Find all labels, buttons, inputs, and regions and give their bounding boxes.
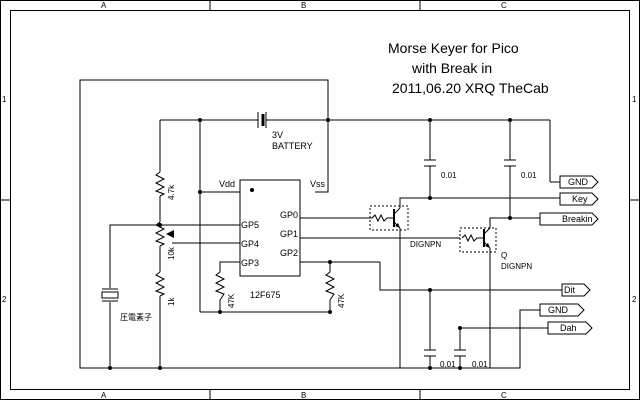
resistor-1k-label: 1k	[167, 297, 176, 306]
port-dit: Dit	[561, 283, 591, 297]
port-gnd-top: GND	[550, 175, 599, 189]
wires	[79, 79, 562, 369]
title-line-2: with Break in	[411, 60, 492, 76]
battery-voltage: 3V	[272, 130, 283, 140]
port-dah-label: Dah	[560, 323, 577, 333]
resistor-4k7-label: 4.7k	[167, 184, 176, 200]
battery-symbol: 3V BATTERY	[257, 112, 313, 151]
port-breakin-label: Breakin	[562, 214, 593, 224]
piezo-label: 圧電素子	[120, 312, 152, 322]
border-col-b-bottom: B	[301, 391, 306, 400]
resistor-47k-gp2-label: 47K	[337, 293, 346, 308]
battery-name: BATTERY	[272, 141, 313, 151]
border-col-c-bottom: C	[501, 391, 507, 400]
border-col-c-top: C	[501, 1, 507, 10]
ic-pin-gp1: GP1	[280, 229, 298, 239]
port-breakin: Breakin	[539, 212, 599, 226]
ic-pin-gp5: GP5	[241, 220, 259, 230]
ic-pin-vss: Vss	[310, 179, 326, 189]
transistor-q2: Q DIGNPN	[459, 227, 532, 271]
title-line-1: Morse Keyer for Pico	[388, 40, 519, 56]
port-gnd-top-label: GND	[568, 177, 589, 187]
ic-pin-gp2: GP2	[280, 248, 298, 258]
potentiometer-label: 10k	[167, 246, 176, 260]
capacitor-bottom-2-label: 0.01	[472, 360, 488, 369]
piezo-buzzer: 圧電素子	[101, 288, 152, 322]
ic-pin-gp3: GP3	[241, 258, 259, 268]
port-gnd-bottom: GND	[539, 303, 585, 317]
port-gnd-bottom-label: GND	[548, 305, 569, 315]
border-row-1-left: 1	[2, 95, 7, 104]
ic-pin-gp0: GP0	[280, 210, 298, 220]
title-line-3: 2011,06.20 XRQ TheCab	[392, 80, 549, 96]
resistor-1k: 1k	[154, 271, 176, 306]
port-key-label: Key	[572, 194, 588, 204]
resistor-47k-gp3: 47K	[214, 271, 236, 308]
capacitor-bottom-2: 0.01	[454, 349, 488, 369]
capacitor-top-1: 0.01	[424, 159, 457, 180]
border-col-a-bottom: A	[101, 391, 107, 400]
ic-part-name: 12F675	[250, 290, 281, 300]
transistor-q1: DIGNPN	[369, 205, 441, 249]
border-row-2-right: 2	[632, 295, 637, 304]
capacitor-bottom-1-label: 0.01	[440, 360, 456, 369]
ic-12f675: Vdd Vss GP5 GP4 GP3 GP0 GP1 GP2 12F675	[219, 179, 326, 300]
port-dah: Dah	[547, 321, 593, 335]
potentiometer-10k: 10k	[154, 221, 176, 260]
resistor-47k-gp2: 47K	[324, 271, 346, 308]
border-row-2-left: 2	[2, 295, 7, 304]
border-col-a-top: A	[101, 1, 107, 10]
border-col-b-top: B	[301, 1, 306, 10]
resistor-4k7: 4.7k	[154, 171, 176, 200]
resistor-47k-gp3-label: 47K	[227, 293, 236, 308]
ic-pin-gp4: GP4	[241, 239, 259, 249]
port-key: Key	[559, 192, 599, 206]
ic-pin-vdd: Vdd	[219, 179, 235, 189]
title-block: Morse Keyer for Pico with Break in 2011,…	[388, 40, 549, 96]
transistor-q2-ref: Q	[501, 251, 507, 260]
border-row-1-right: 1	[632, 95, 637, 104]
capacitor-top-1-label: 0.01	[441, 171, 457, 180]
capacitor-top-2: 0.01	[504, 159, 537, 180]
transistor-q1-label: DIGNPN	[410, 240, 441, 249]
port-dit-label: Dit	[564, 285, 575, 295]
capacitor-top-2-label: 0.01	[521, 171, 537, 180]
transistor-q2-label: DIGNPN	[501, 262, 532, 271]
junction-dots	[108, 118, 512, 370]
capacitor-bottom-1: 0.01	[424, 349, 456, 369]
